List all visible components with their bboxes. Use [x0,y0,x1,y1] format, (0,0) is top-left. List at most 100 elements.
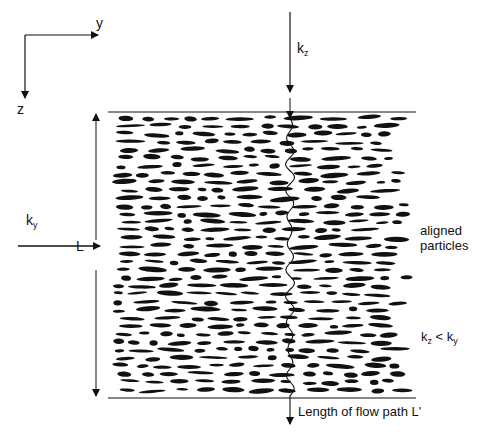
particle [224,371,244,376]
particle [223,165,244,169]
particle [182,172,200,177]
particle [266,301,277,304]
particle [184,237,201,241]
particle [370,314,392,321]
particle [164,117,179,120]
particle [222,387,245,393]
particle [115,332,132,336]
particle [282,338,296,344]
particle [113,310,125,313]
particle [287,132,307,137]
particle [264,154,279,158]
particle [120,379,140,383]
particle [345,379,359,383]
particle [112,178,137,184]
particle [324,260,334,263]
particle [157,347,184,353]
particle [324,330,352,335]
dimension-line [96,114,97,240]
particle [323,203,339,209]
particle [200,227,229,232]
particle [145,259,164,263]
particle [204,252,220,257]
particle [121,221,141,224]
particle [145,380,163,383]
particle [175,131,183,135]
particle [199,356,228,360]
particle [378,131,391,137]
particle [283,115,313,121]
particle [138,266,167,274]
particle [319,253,332,258]
particle [384,237,409,243]
particle [391,179,401,183]
particle [139,389,166,394]
particle [253,364,274,367]
particle [229,362,245,367]
label: kz < ky [421,330,458,345]
particle [248,346,259,352]
particle [374,205,394,210]
particle [255,266,282,270]
particle [308,124,322,129]
particle [164,227,174,231]
particle [366,163,383,168]
particle [149,196,171,200]
particle [128,285,156,289]
particle [150,323,172,328]
particle [169,187,190,191]
particle [197,341,212,346]
particle [249,163,259,166]
particle [220,283,249,288]
particle [113,284,124,288]
particle [261,123,273,128]
particle [198,188,207,192]
particle [361,156,377,161]
particle [230,300,255,304]
particle [337,341,366,345]
particle [301,332,315,337]
aligned-particles [112,114,413,395]
particle [116,165,125,169]
particle [277,124,299,129]
particle [144,211,173,216]
particle [115,349,125,353]
particle [257,316,276,319]
particle [298,348,315,353]
particle [178,267,196,272]
particle [307,387,330,392]
particle [242,133,257,137]
particle [159,282,179,289]
particle [265,251,285,256]
particle [148,179,165,184]
particle [167,340,191,346]
particle [274,237,289,241]
particle [171,300,198,305]
particle [188,371,214,375]
particle [268,355,277,361]
particle [342,292,361,296]
particle [370,148,392,152]
particle [170,379,188,384]
particle [331,300,352,303]
particle [118,155,133,159]
particle [142,372,155,377]
particle [285,148,298,154]
particle [157,290,183,296]
particle [120,316,145,321]
particle [298,323,318,328]
particle [369,212,390,217]
particle [189,258,207,263]
particle [299,212,310,216]
particle [116,356,135,361]
particle [200,218,225,224]
particle [177,251,199,257]
particle [243,155,257,159]
top-boundary [108,111,416,112]
particle [281,362,296,368]
ky-arrow [18,245,100,247]
particle [192,317,205,322]
particle [319,284,332,287]
particle [121,275,131,281]
particle [388,301,407,306]
